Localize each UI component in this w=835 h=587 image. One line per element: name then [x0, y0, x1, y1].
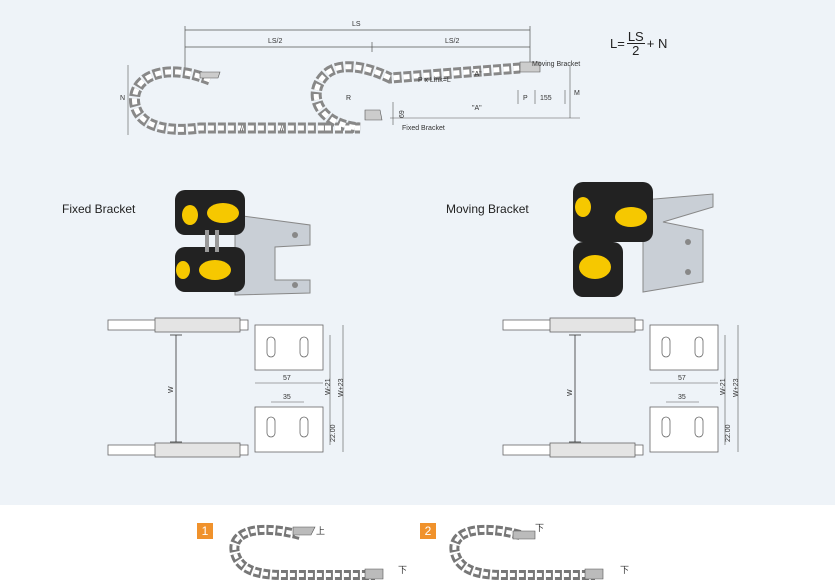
- formula-denominator: 2: [632, 43, 640, 58]
- fixed-bracket-label: Fixed Bracket: [402, 125, 445, 132]
- p-label: P: [523, 95, 528, 102]
- fixed-w21: W-21: [325, 378, 332, 395]
- moving-bracket-label: Moving Bracket: [532, 61, 580, 68]
- moving-bracket-drawing: W 57 35 W-21 W+23 22.00: [502, 317, 740, 458]
- formula-rhs: + N: [646, 36, 668, 51]
- dim-155-label: 155: [540, 95, 552, 102]
- chain-length-formula: L= LS 2 + N: [610, 30, 667, 57]
- option-2-top-label: 下: [535, 523, 545, 533]
- n-label: N: [120, 95, 125, 102]
- option-1-bottom-label: 下: [398, 565, 408, 575]
- chain-right-loop: [310, 61, 521, 134]
- ls-half-right-label: LS/2: [445, 38, 460, 45]
- ls-label: LS: [352, 21, 361, 28]
- option-1-top-label: 上: [316, 526, 326, 536]
- moving-w-label: W: [567, 389, 574, 396]
- chain-left-loop: [129, 66, 330, 135]
- fixed-w-label: W: [168, 386, 175, 393]
- formula-fraction: LS 2: [626, 29, 645, 58]
- moving-w21: W-21: [720, 378, 727, 395]
- moving-dim-22: 22.00: [725, 424, 732, 442]
- moving-w23: W+23: [733, 378, 740, 397]
- fixed-dim-35: 35: [283, 394, 291, 401]
- moving-dim-35: 35: [678, 394, 686, 401]
- option-2-badge: 2: [420, 523, 436, 539]
- ls-half-left-label: LS/2: [268, 38, 283, 45]
- dim-69-label: 69: [399, 110, 406, 118]
- moving-bracket-photo: [573, 182, 723, 297]
- mounting-options: 1 上 下 2 下 下: [0, 505, 835, 587]
- fixed-w23: W+23: [338, 378, 345, 397]
- moving-dim-57: 57: [678, 375, 686, 382]
- moving-bracket-title: Moving Bracket: [446, 202, 529, 216]
- fixed-dim-57: 57: [283, 375, 291, 382]
- option-2-bottom-label: 下: [620, 565, 630, 575]
- option-1-badge: 1: [197, 523, 213, 539]
- fixed-bracket-title: Fixed Bracket: [62, 202, 136, 216]
- fixed-bracket-photo: [175, 185, 325, 300]
- fixed-bracket-drawing: W 57 35 W-21 W+23 22.00: [107, 317, 345, 458]
- main-panel: LS LS/2 LS/2 N // // R P x Link=L "A" "A…: [62, 21, 740, 458]
- formula-lhs: L=: [610, 36, 625, 51]
- r-label: R: [346, 95, 351, 102]
- chain-length-diagram: LS LS/2 LS/2 N // // R P x Link=L "A" "A…: [120, 21, 580, 135]
- a-label-bottom: "A": [472, 105, 482, 112]
- fixed-dim-22: 22.00: [330, 424, 337, 442]
- link-label: P x Link=L: [418, 77, 451, 84]
- formula-numerator: LS: [626, 29, 645, 44]
- m-label: M: [574, 90, 580, 97]
- svg-text://: //: [240, 126, 244, 133]
- option-2-chain-icon: [449, 524, 604, 580]
- option-1-chain-icon: [229, 524, 384, 580]
- a-label-top: "A": [472, 71, 482, 78]
- svg-text://: //: [280, 126, 284, 133]
